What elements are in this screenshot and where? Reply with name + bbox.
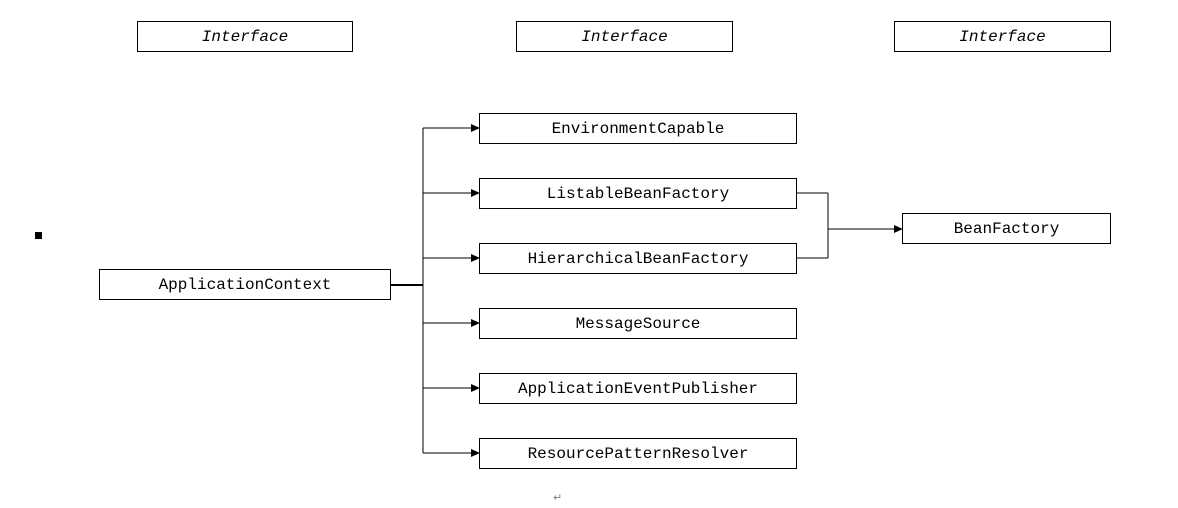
header-interface-middle: Interface: [516, 21, 733, 52]
paragraph-mark: ↵: [553, 491, 563, 504]
node-application-context: ApplicationContext: [99, 269, 391, 300]
node-listable-bean-factory: ListableBeanFactory: [479, 178, 797, 209]
node-application-event-publisher: ApplicationEventPublisher: [479, 373, 797, 404]
node-message-source: MessageSource: [479, 308, 797, 339]
node-resource-pattern-resolver: ResourcePatternResolver: [479, 438, 797, 469]
node-bean-factory: BeanFactory: [902, 213, 1111, 244]
node-hierarchical-bean-factory: HierarchicalBeanFactory: [479, 243, 797, 274]
header-interface-left: Interface: [137, 21, 353, 52]
bullet-mark: [35, 232, 42, 239]
header-interface-right: Interface: [894, 21, 1111, 52]
node-environment-capable: EnvironmentCapable: [479, 113, 797, 144]
